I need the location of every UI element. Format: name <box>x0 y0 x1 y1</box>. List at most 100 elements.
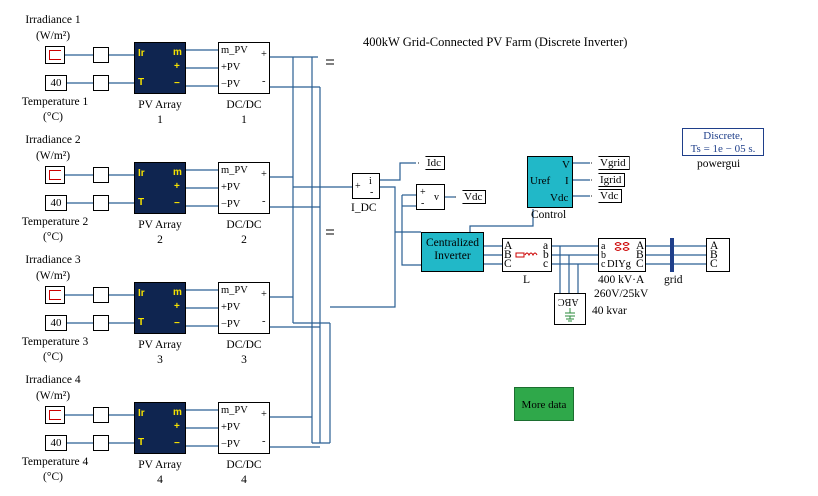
inductor-block[interactable]: A B C a b c <box>502 238 552 272</box>
pv-port-minus: − <box>174 78 180 89</box>
grid-source-block[interactable]: A B C <box>706 238 730 272</box>
more-data-button[interactable]: More data <box>514 387 574 421</box>
dcdc-block[interactable]: m_PV +PV −PV + - <box>218 42 270 94</box>
irradiance-gain[interactable] <box>93 407 109 423</box>
dc-port-minus: - <box>262 196 266 207</box>
irradiance-source[interactable] <box>45 46 65 64</box>
irradiance-label: Irradiance 3 <box>25 254 81 266</box>
irradiance-gain[interactable] <box>93 287 109 303</box>
pv-port-minus: − <box>174 438 180 449</box>
step-signal-icon <box>49 410 61 420</box>
irradiance-source[interactable] <box>45 166 65 184</box>
pv-array-label: PV Array <box>138 459 182 471</box>
irradiance-unit: (W/m²) <box>35 150 71 162</box>
pv-port-t: T <box>138 77 145 88</box>
transformer-rating: 400 kV·A <box>598 274 645 286</box>
idc-meter-i: i <box>369 176 372 187</box>
temperature-constant[interactable]: 40 <box>45 435 67 451</box>
pv-port-plus: + <box>174 61 180 72</box>
inductor-port-a: A <box>504 240 513 252</box>
dcdc-block[interactable]: m_PV +PV −PV + - <box>218 402 270 454</box>
pv-array-block[interactable]: Ir T m + − <box>134 282 186 334</box>
dc-port-mpv: m_PV <box>221 165 248 176</box>
inductor-port-c2: c <box>543 258 549 270</box>
powergui-block[interactable]: Discrete, Ts = 1e − 05 s. <box>682 128 764 156</box>
voltage-meter[interactable]: + - v <box>416 184 445 210</box>
temperature-gain[interactable] <box>93 75 109 91</box>
idc-meter-minus: - <box>370 187 374 198</box>
transformer-coil-icon <box>614 242 630 251</box>
dcdc-number: 4 <box>241 474 247 486</box>
powergui-line1: Discrete, <box>703 130 743 142</box>
pv-array-block[interactable]: Ir T m + − <box>134 42 186 94</box>
tag-idc[interactable]: Idc <box>418 156 446 170</box>
inductor-port-b2: b <box>543 249 549 261</box>
pv-array-number: 1 <box>157 114 163 126</box>
grid-port-B: B <box>710 249 718 261</box>
transformer-block[interactable]: a b c A B C DIYg <box>598 238 646 272</box>
temperature-gain[interactable] <box>93 435 109 451</box>
powergui-label: powergui <box>697 158 741 170</box>
pv-array-block[interactable]: Ir T m + − <box>134 162 186 214</box>
temperature-constant[interactable]: 40 <box>45 75 67 91</box>
dcdc-block[interactable]: m_PV +PV −PV + - <box>218 162 270 214</box>
step-signal-icon <box>49 50 61 60</box>
pv-port-ir: Ir <box>138 168 145 179</box>
irradiance-source[interactable] <box>45 406 65 424</box>
transformer-port-a: a <box>601 241 606 252</box>
tag-vgrid[interactable]: Vgrid <box>591 156 630 170</box>
capacitor-icon <box>565 308 575 322</box>
inductor-coil-icon <box>515 252 538 258</box>
temperature-gain[interactable] <box>93 195 109 211</box>
dc-port-mpv: m_PV <box>221 45 248 56</box>
inductor-port-c: C <box>504 258 512 270</box>
voltage-meter-minus: - <box>421 198 425 209</box>
dcdc-label: DC/DC <box>226 99 262 111</box>
dcdc-block[interactable]: m_PV +PV −PV + - <box>218 282 270 334</box>
pv-array-label: PV Array <box>138 99 182 111</box>
dc-port-plus: + <box>261 49 267 60</box>
pv-array-block[interactable]: Ir T m + − <box>134 402 186 454</box>
dcdc-label: DC/DC <box>226 459 262 471</box>
inverter-line1: Centralized <box>425 237 479 249</box>
dc-port-ppv: +PV <box>221 182 241 193</box>
temperature-constant[interactable]: 40 <box>45 315 67 331</box>
irradiance-unit: (W/m²) <box>35 270 71 282</box>
tag-igrid[interactable]: Igrid <box>591 173 626 187</box>
tag-vdc-control[interactable]: Vdc <box>591 189 623 203</box>
grid-port-A: A <box>710 240 719 252</box>
transformer-port-C: C <box>636 258 644 270</box>
temperature-unit: (°C) <box>43 111 63 123</box>
temperature-unit: (°C) <box>43 351 63 363</box>
pv-port-t: T <box>138 437 145 448</box>
temperature-label: Temperature 1 <box>21 96 89 108</box>
tag-vdc[interactable]: Vdc <box>455 190 487 204</box>
temperature-unit: (°C) <box>43 231 63 243</box>
dc-port-plus: + <box>261 169 267 180</box>
dcdc-label: DC/DC <box>226 219 262 231</box>
control-block[interactable]: V Uref I Vdc <box>527 156 573 208</box>
dc-port-npv: −PV <box>221 439 241 450</box>
irradiance-unit: (W/m²) <box>35 30 71 42</box>
idc-meter[interactable]: + i - <box>352 173 380 199</box>
irradiance-gain[interactable] <box>93 47 109 63</box>
temperature-constant[interactable]: 40 <box>45 195 67 211</box>
irradiance-gain[interactable] <box>93 167 109 183</box>
voltage-meter-plus: + <box>420 187 426 198</box>
transformer-port-b: b <box>601 250 606 261</box>
pv-array-number: 3 <box>157 354 163 366</box>
inductor-port-b: B <box>504 249 512 261</box>
centralized-inverter-block[interactable]: Centralized Inverter <box>421 232 484 272</box>
pv-port-t: T <box>138 197 145 208</box>
pv-array-label: PV Array <box>138 339 182 351</box>
irradiance-label: Irradiance 1 <box>25 14 81 26</box>
capacitor-block[interactable]: ABC <box>554 293 586 325</box>
temperature-gain[interactable] <box>93 315 109 331</box>
capacitor-label: 40 kvar <box>592 305 627 317</box>
irradiance-source[interactable] <box>45 286 65 304</box>
pv-port-m: m <box>173 287 182 298</box>
dcdc-number: 1 <box>241 114 247 126</box>
step-signal-icon <box>49 290 61 300</box>
pv-port-m: m <box>173 47 182 58</box>
